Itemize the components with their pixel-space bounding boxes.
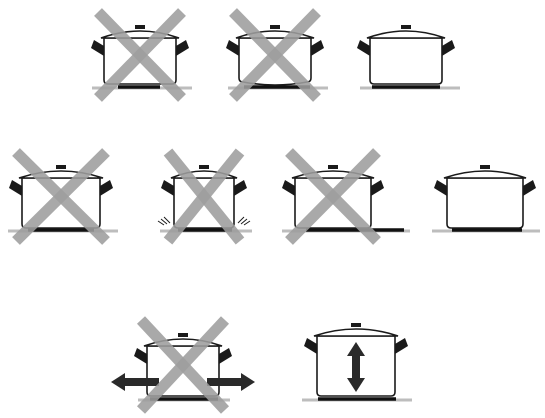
pot-lid	[314, 329, 398, 336]
left-handle-icon	[134, 348, 147, 364]
right-handle-icon	[311, 40, 324, 56]
right-handle-icon	[442, 40, 455, 56]
left-handle-icon	[226, 40, 239, 56]
vibration-mark-icon	[244, 221, 250, 225]
pot-matching-burner-correct	[357, 25, 460, 88]
lid-knob-icon	[56, 165, 66, 169]
right-handle-icon	[100, 180, 113, 196]
pot-lid	[444, 171, 526, 178]
lid-knob-icon	[178, 333, 188, 337]
lid-knob-icon	[351, 323, 361, 327]
pot-uneven-bottom-crossed	[226, 12, 328, 98]
lid-knob-icon	[328, 165, 338, 169]
left-handle-icon	[91, 40, 104, 56]
pot-heat-vertical-correct	[302, 323, 412, 400]
pot-flat-correct	[432, 165, 540, 231]
pot-body	[370, 38, 442, 84]
right-handle-icon	[176, 40, 189, 56]
right-handle-icon	[523, 180, 536, 196]
left-handle-icon	[304, 338, 317, 354]
left-handle-icon	[9, 180, 22, 196]
pot-body	[447, 178, 523, 228]
right-handle-icon	[219, 348, 232, 364]
right-handle-icon	[234, 180, 247, 196]
lid-knob-icon	[401, 25, 411, 29]
right-handle-icon	[395, 338, 408, 354]
lid-knob-icon	[135, 25, 145, 29]
lid-knob-icon	[270, 25, 280, 29]
pot-off-center-crossed	[282, 152, 410, 241]
left-handle-icon	[282, 180, 295, 196]
pot-warped-bottom-crossed	[158, 152, 252, 241]
pot-heat-spilling-sideways-crossed	[111, 320, 255, 410]
pot-oversized-on-burner-crossed	[8, 152, 118, 241]
right-handle-icon	[371, 180, 384, 196]
vibration-mark-icon	[158, 221, 164, 225]
left-handle-icon	[161, 180, 174, 196]
left-handle-icon	[357, 40, 370, 56]
pot-small-burner-large-crossed	[91, 12, 192, 98]
left-handle-icon	[434, 180, 447, 196]
pot-lid	[367, 31, 445, 38]
lid-knob-icon	[480, 165, 490, 169]
lid-knob-icon	[199, 165, 209, 169]
